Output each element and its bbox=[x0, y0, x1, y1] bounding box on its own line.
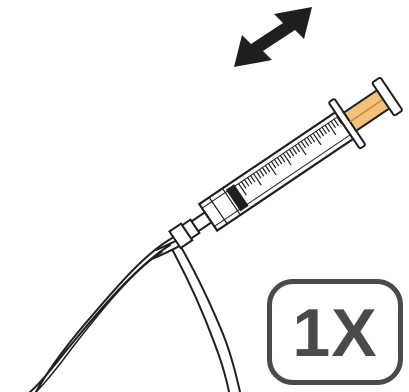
syringe-icon bbox=[159, 71, 407, 263]
double-arrow-icon bbox=[234, 7, 312, 67]
tube-icon bbox=[30, 234, 240, 392]
repeat-count-label: 1X bbox=[292, 299, 377, 367]
repeat-count-badge: 1X bbox=[267, 279, 403, 385]
